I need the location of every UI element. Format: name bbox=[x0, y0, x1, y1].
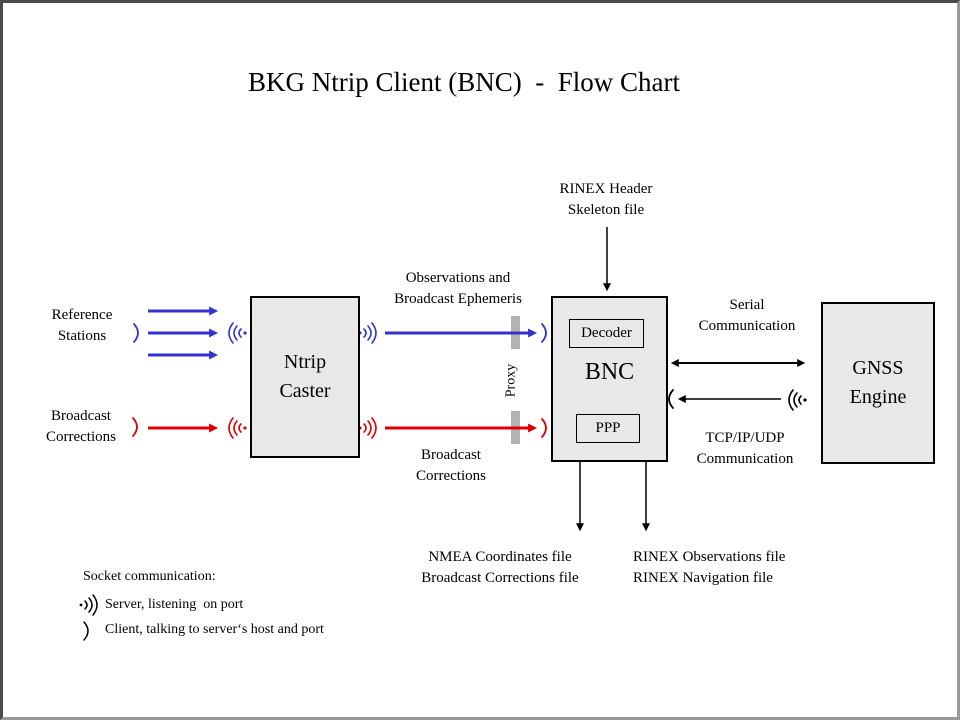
ppp-label: PPP bbox=[595, 420, 621, 436]
slide-title: BKG Ntrip Client (BNC) - Flow Chart bbox=[248, 67, 680, 97]
server-waves-icon-blue-caster-right bbox=[358, 322, 377, 344]
ppp-box: PPP bbox=[576, 414, 640, 443]
rinex-header-skeleton-label: RINEX Header Skeleton file bbox=[559, 181, 653, 218]
client-arc-icon-red-left bbox=[132, 417, 138, 437]
decoder-label: Decoder bbox=[581, 325, 632, 341]
server-waves-icon-blue-caster-left bbox=[228, 322, 247, 344]
bnc-label: BNC bbox=[584, 359, 635, 385]
legend-server-item: Server, listening on port bbox=[105, 597, 244, 612]
tcpip-communication-label: TCP/IP/UDP Communication bbox=[696, 430, 794, 467]
gnss-label-line2: Engine bbox=[849, 386, 907, 408]
gnss-engine-box: GNSS Engine bbox=[821, 302, 935, 464]
broadcast-corrections-stream-label: Broadcast Corrections bbox=[416, 447, 486, 484]
bnc-box: Decoder BNC PPP bbox=[551, 296, 668, 462]
ntrip-caster-label-line1: Ntrip bbox=[283, 351, 327, 373]
observations-ephemeris-label: Observations and Broadcast Ephemeris bbox=[394, 270, 522, 307]
legend-client-item: Client, talking to server‘s host and por… bbox=[105, 622, 324, 637]
legend-server-waves-icon bbox=[79, 594, 98, 616]
ntrip-caster-label-line2: Caster bbox=[279, 380, 331, 402]
client-arc-icon-blue-left bbox=[133, 323, 139, 343]
gnss-label-line1: GNSS bbox=[852, 357, 904, 379]
server-waves-icon-black-gnss bbox=[788, 389, 807, 411]
reference-stations-label: Reference Stations bbox=[51, 307, 113, 344]
server-waves-icon-red-caster-right bbox=[358, 417, 377, 439]
ntrip-caster-box: Ntrip Caster bbox=[250, 296, 360, 458]
legend-heading: Socket communication: bbox=[83, 569, 216, 584]
serial-communication-label: Serial Communication bbox=[698, 297, 796, 334]
nmea-output-label: NMEA Coordinates file Broadcast Correcti… bbox=[421, 549, 579, 586]
proxy-label: Proxy bbox=[503, 363, 518, 398]
legend-client-arc-icon bbox=[83, 621, 89, 641]
broadcast-corrections-input-label: Broadcast Corrections bbox=[46, 408, 116, 445]
server-waves-icon-red-caster-left bbox=[228, 417, 247, 439]
client-arc-icon-black-bnc bbox=[668, 389, 674, 409]
diagram-connectors bbox=[79, 227, 807, 641]
decoder-box: Decoder bbox=[569, 319, 644, 348]
client-arc-icon-blue-bnc bbox=[541, 323, 547, 343]
client-arc-icon-red-bnc bbox=[541, 418, 547, 438]
rinex-output-label: RINEX Observations file RINEX Navigation… bbox=[633, 549, 786, 586]
